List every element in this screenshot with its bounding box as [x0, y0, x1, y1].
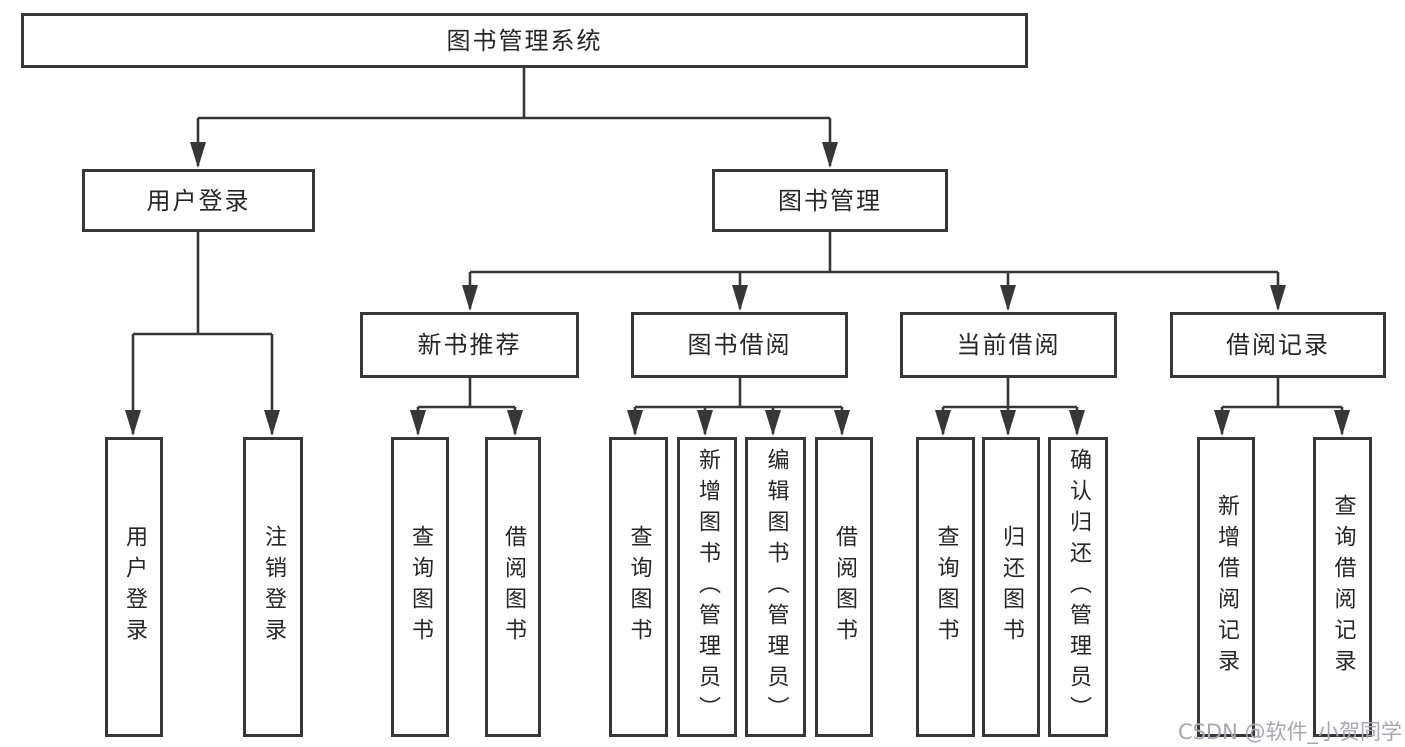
node-book-borrowing-label: 图书借阅 — [687, 331, 792, 359]
csdn-watermark: CSDN @软件_小贺同学 — [1177, 720, 1402, 744]
leaf-nb-borrow-books-label: 借阅图书 — [501, 525, 526, 649]
node-borrowing-records: 借阅记录 — [1170, 312, 1386, 378]
node-user-login: 用户登录 — [82, 169, 315, 232]
leaf-cb-return-books: 归还图书 — [982, 437, 1040, 737]
leaf-cb-query-books: 查询图书 — [916, 437, 975, 737]
node-new-book-recommend-label: 新书推荐 — [417, 331, 522, 359]
node-library-system: 图书管理系统 — [21, 13, 1028, 68]
leaf-cb-query-books-label: 查询图书 — [933, 525, 959, 649]
leaf-bb-borrow-books-label: 借阅图书 — [832, 525, 857, 649]
leaf-bb-borrow-books: 借阅图书 — [815, 437, 873, 737]
leaf-logout: 注销登录 — [243, 437, 303, 737]
leaf-br-add-record: 新增借阅记录 — [1197, 437, 1255, 737]
node-borrowing-records-label: 借阅记录 — [1226, 331, 1330, 359]
bus-lines — [133, 68, 1342, 409]
node-book-management-label: 图书管理 — [778, 186, 882, 215]
leaf-br-add-record-label: 新增借阅记录 — [1214, 494, 1239, 680]
leaf-bb-edit-books-label: 编辑图书（管理员） — [763, 447, 789, 727]
node-book-borrowing: 图书借阅 — [631, 312, 848, 378]
leaf-cb-confirm-return: 确认归还（管理员） — [1048, 437, 1108, 737]
leaf-bb-add-books-label: 新增图书（管理员） — [695, 447, 720, 727]
leaf-bb-query-books-label: 查询图书 — [626, 525, 652, 649]
node-book-management: 图书管理 — [712, 169, 948, 232]
leaf-user-login-label: 用户登录 — [122, 525, 147, 649]
leaf-br-query-record-label: 查询借阅记录 — [1330, 494, 1356, 680]
node-current-borrowing: 当前借阅 — [900, 312, 1117, 378]
leaf-user-login: 用户登录 — [105, 437, 163, 737]
leaf-bb-edit-books: 编辑图书（管理员） — [745, 437, 806, 737]
leaf-br-query-record: 查询借阅记录 — [1313, 437, 1372, 737]
leaf-bb-query-books: 查询图书 — [609, 437, 668, 737]
leaf-nb-borrow-books: 借阅图书 — [485, 437, 541, 737]
leaf-bb-add-books: 新增图书（管理员） — [677, 437, 737, 737]
node-user-login-label: 用户登录 — [146, 186, 251, 215]
node-current-borrowing-label: 当前借阅 — [956, 331, 1061, 359]
leaf-cb-return-books-label: 归还图书 — [999, 525, 1024, 649]
leaf-cb-confirm-return-label: 确认归还（管理员） — [1066, 447, 1091, 727]
node-new-book-recommend: 新书推荐 — [360, 312, 579, 378]
leaf-logout-label: 注销登录 — [261, 525, 286, 649]
node-library-system-label: 图书管理系统 — [446, 26, 603, 55]
leaf-nb-query-books-label: 查询图书 — [408, 525, 433, 649]
leaf-nb-query-books: 查询图书 — [391, 437, 449, 737]
